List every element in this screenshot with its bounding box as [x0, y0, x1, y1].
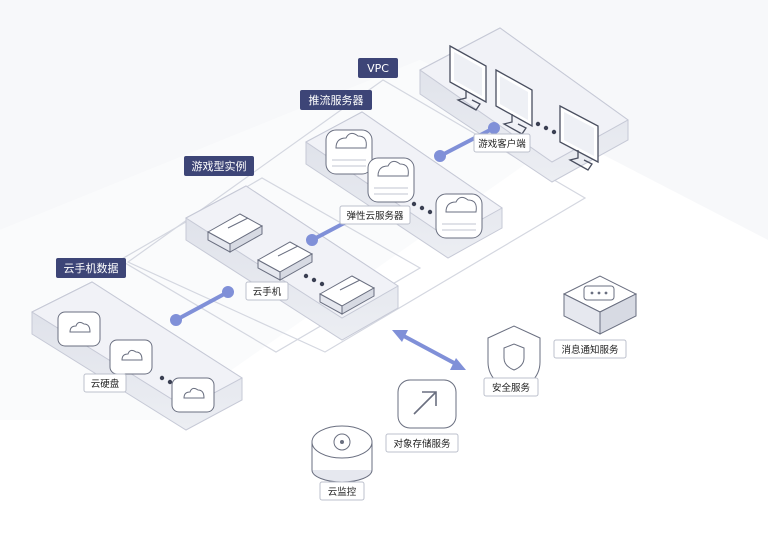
svg-text:弹性云服务器: 弹性云服务器 — [346, 210, 404, 222]
label-notify: 消息通知服务 — [553, 339, 627, 359]
cloud-disk-icon — [171, 377, 215, 413]
cloud-disk-icon — [109, 339, 153, 375]
badge-phone-data-text: 云手机数据 — [64, 261, 119, 275]
badge-push: 推流服务器 — [300, 90, 372, 110]
badge-vpc-text: VPC — [367, 62, 389, 75]
cloud-disk-icon — [57, 311, 101, 347]
badge-phone-data: 云手机数据 — [56, 258, 126, 278]
monitor-icon — [449, 44, 487, 111]
connector-game-disk — [174, 290, 230, 322]
badge-vpc: VPC — [358, 58, 398, 78]
cloud-server-icon — [435, 193, 483, 239]
svg-text:安全服务: 安全服务 — [492, 382, 531, 394]
label-security: 安全服务 — [483, 377, 539, 397]
label-obs: 对象存储服务 — [385, 433, 459, 453]
svg-text:云监控: 云监控 — [328, 486, 357, 498]
badge-game: 游戏型实例 — [184, 156, 254, 176]
cloud-server-icon — [367, 157, 415, 203]
label-ecs: 弹性云服务器 — [339, 205, 411, 225]
svg-text:云硬盘: 云硬盘 — [91, 378, 120, 390]
badge-push-text: 推流服务器 — [309, 93, 364, 107]
svg-text:对象存储服务: 对象存储服务 — [393, 438, 451, 450]
svg-text:游戏客户端: 游戏客户端 — [478, 138, 526, 150]
message-box-icon — [562, 275, 638, 335]
vpc-boundary — [126, 79, 587, 353]
double-arrow — [392, 330, 466, 370]
label-monitor: 云监控 — [319, 481, 365, 501]
badge-game-text: 游戏型实例 — [192, 159, 247, 173]
monitor-icon — [559, 104, 599, 171]
cloud-server-icon — [325, 129, 373, 175]
monitor-icon — [495, 68, 533, 135]
label-cloud-phone: 云手机 — [245, 281, 289, 301]
connector-client-push — [438, 126, 496, 158]
server-blade-icon — [206, 213, 264, 253]
server-blade-icon — [318, 275, 376, 315]
label-cloud-disk: 云硬盘 — [83, 373, 127, 393]
gauge-icon — [311, 425, 373, 483]
server-blade-icon — [256, 241, 314, 281]
label-game-client: 游戏客户端 — [473, 133, 531, 153]
ellipsis-dots — [159, 121, 557, 389]
svg-text:云手机: 云手机 — [253, 286, 282, 298]
upload-arrow-icon — [397, 379, 457, 429]
svg-text:消息通知服务: 消息通知服务 — [561, 344, 619, 356]
